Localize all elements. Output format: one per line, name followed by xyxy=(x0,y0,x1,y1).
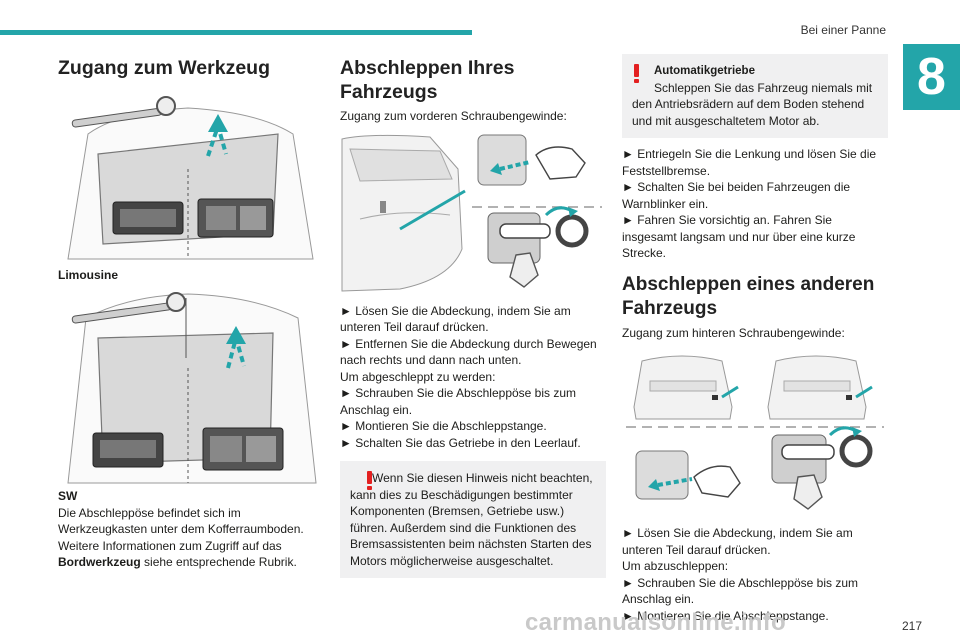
automatic-warning-box: Automatikgetriebe Schleppen Sie das Fahr… xyxy=(622,54,888,138)
towing-other-title: Abschleppen eines anderen Fahrzeugs xyxy=(622,273,875,319)
step-mount-bar: ► Montieren Sie die Abschleppstange. xyxy=(340,419,547,433)
wrench-icon xyxy=(71,292,186,324)
label-limousine: Limousine xyxy=(58,268,119,282)
trunk-sw-illustration xyxy=(58,288,320,488)
tool-info-pre: Weitere Informationen zum Zugriff auf da… xyxy=(58,538,282,553)
step-remove-cover: ► Entfernen Sie die Abdeckung durch Bewe… xyxy=(340,336,597,368)
section-title: Bei einer Panne xyxy=(800,23,886,37)
wrench-icon xyxy=(71,96,176,128)
middle-steps: ► Lösen Sie die Abdeckung, indem Sie am … xyxy=(340,303,606,452)
trunk-limousine-illustration xyxy=(58,94,320,264)
page-number: 217 xyxy=(901,619,922,633)
step-hazard-lights: ► Schalten Sie bei beiden Fahrzeugen die… xyxy=(622,180,851,211)
automatic-text: Schleppen Sie das Fahrzeug niemals mit d… xyxy=(632,80,873,128)
front-tow-illustration xyxy=(340,129,606,297)
step-screw-rear-eye: ► Schrauben Sie die Abschleppöse bis zum… xyxy=(622,575,859,607)
towed-intro: Um abgeschleppt zu werden: xyxy=(340,369,496,384)
header-accent-bar xyxy=(0,30,472,35)
automatic-title: Automatikgetriebe xyxy=(654,65,755,77)
towing-own-title: Abschleppen Ihres Fahrzeugs xyxy=(340,57,515,103)
tool-info-text: Weitere Informationen zum Zugriff auf da… xyxy=(58,538,320,571)
rear-tow-illustration xyxy=(622,347,888,515)
step-screw-eye: ► Schrauben Sie die Abschleppöse bis zum… xyxy=(340,386,577,417)
warning-box: Wenn Sie diesen Hinweis nicht beachten, … xyxy=(340,461,606,578)
rear-steps: ► Lösen Sie die Abdeckung, indem Sie am … xyxy=(622,525,888,624)
step-mount-rear-bar: ► Montieren Sie die Abschleppstange. xyxy=(622,608,829,623)
tow-intro: Um abzuschleppen: xyxy=(622,559,729,573)
chapter-number-tab[interactable]: 8 xyxy=(903,44,960,110)
tool-info-post: siehe entsprechende Rubrik. xyxy=(140,555,297,569)
watermark: carmanualsonline.info xyxy=(525,609,787,636)
towing-other-vehicle-column: Automatikgetriebe Schleppen Sie das Fahr… xyxy=(622,54,888,624)
step-loosen-cover: ► Lösen Sie die Abdeckung, indem Sie am … xyxy=(340,303,571,335)
tool-info-link[interactable]: Bordwerkzeug xyxy=(58,555,141,569)
right-steps: ► Entriegeln Sie die Lenkung und lösen S… xyxy=(622,146,888,262)
rear-thread-intro: Zugang zum hinteren Schraubengewinde: xyxy=(622,325,845,340)
step-neutral: ► Schalten Sie das Getriebe in den Leerl… xyxy=(340,435,581,450)
step-drive-carefully: ► Fahren Sie vorsichtig an. Fahren Sie i… xyxy=(622,213,856,260)
towing-own-vehicle-column: Abschleppen Ihres Fahrzeugs Zugang zum v… xyxy=(340,56,606,578)
front-thread-intro: Zugang zum vorderen Schraubengewinde: xyxy=(340,109,567,123)
tool-access-title: Zugang zum Werkzeug xyxy=(58,57,270,79)
tool-access-column: Zugang zum Werkzeug Limousine xyxy=(58,56,320,571)
label-sw: SW xyxy=(58,489,78,503)
tow-eye-location-text: Die Abschleppöse befindet sich im Werkze… xyxy=(58,505,304,537)
step-loosen-rear-cover: ► Lösen Sie die Abdeckung, indem Sie am … xyxy=(622,526,853,557)
warning-text: Wenn Sie diesen Hinweis nicht beachten, … xyxy=(350,471,593,568)
warning-icon xyxy=(367,471,373,490)
warning-icon xyxy=(634,64,640,83)
step-unlock-steering: ► Entriegeln Sie die Lenkung und lösen S… xyxy=(622,147,877,178)
